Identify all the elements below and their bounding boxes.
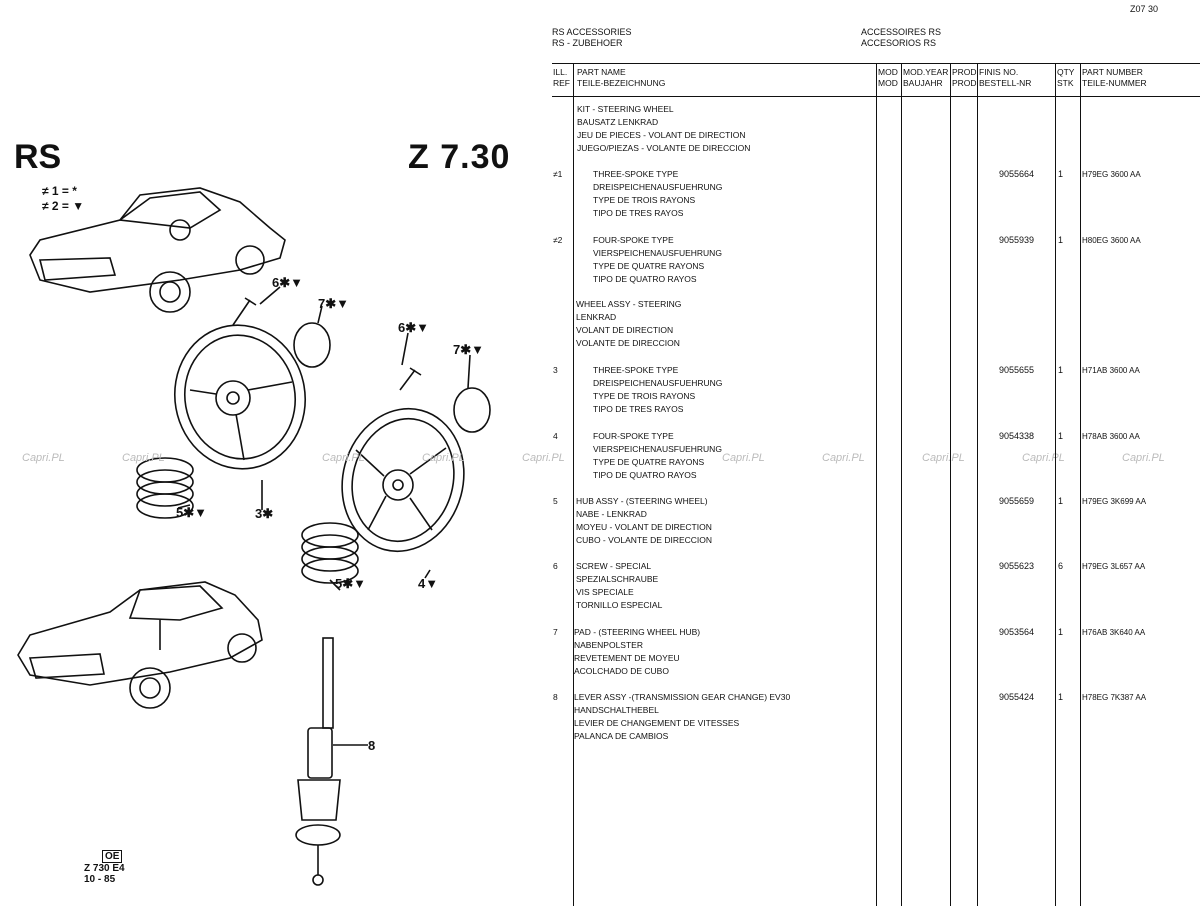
legend-2: ≠ 2 = ▼ xyxy=(42,199,85,213)
footer-box: OE xyxy=(102,850,123,863)
entry-ref: 8 xyxy=(553,692,558,702)
watermark: Capri.PL xyxy=(122,452,165,464)
screw-a xyxy=(232,297,257,326)
entry-lever: LEVER ASSY -(TRANSMISSION GEAR CHANGE) E… xyxy=(574,692,791,741)
qty: 1 xyxy=(1058,365,1064,375)
finis-no: 9055659 xyxy=(999,496,1035,506)
finis-no: 9053564 xyxy=(999,627,1035,637)
callout-5b: 5✱▼ xyxy=(335,576,366,591)
callout-8: 8 xyxy=(368,738,376,753)
header-left-de: RS - ZUBEHOER xyxy=(552,38,623,48)
callout-6b: 6✱▼ xyxy=(398,320,429,335)
callout-7b: 7✱▼ xyxy=(453,342,484,357)
part-number: H79EG 3L657 AA xyxy=(1082,562,1146,571)
header-right: ACCESSOIRES RS ACCESORIOS RS xyxy=(861,27,941,49)
part-number: H76AB 3K640 AA xyxy=(1082,628,1146,637)
parts-illustration xyxy=(17,187,491,886)
footer-date: 10 - 85 xyxy=(84,874,116,885)
entry-hub-assy: HUB ASSY - (STEERING WHEEL)NABE - LENKRA… xyxy=(576,496,713,545)
callout-6a: 6✱▼ xyxy=(272,275,303,290)
car-illustration-top xyxy=(29,187,286,313)
qty: 1 xyxy=(1058,692,1064,702)
qty: 1 xyxy=(1058,169,1064,179)
entry-ref: 5 xyxy=(553,496,558,506)
watermark: Capri.PL xyxy=(722,452,765,464)
spring-b xyxy=(301,522,359,584)
watermark: Capri.PL xyxy=(422,452,465,464)
page-code: Z07 30 xyxy=(1129,4,1158,14)
callout-3: 3✱ xyxy=(255,506,274,521)
part-number: H71AB 3600 AA xyxy=(1082,366,1140,375)
watermark: Capri.PL xyxy=(822,452,865,464)
legend: ≠ 1 = * ≠ 2 = ▼ xyxy=(42,184,84,214)
model-label: RS xyxy=(14,138,62,176)
part-number: H79EG 3600 AA xyxy=(1082,170,1141,179)
footer-ref: OE Z 730 E4 10 - 85 xyxy=(84,850,125,885)
qty: 1 xyxy=(1058,235,1064,245)
finis-no: 9055655 xyxy=(999,365,1035,375)
qty: 1 xyxy=(1058,496,1064,506)
finis-no: 9054338 xyxy=(999,431,1035,441)
finis-no: 9055424 xyxy=(999,692,1035,702)
col-finis: FINIS NO.BESTELL-NR xyxy=(979,67,1032,88)
callout-7a: 7✱▼ xyxy=(318,296,349,311)
footer-code: Z 730 E4 xyxy=(84,863,125,874)
header-right-fr: ACCESSOIRES RS xyxy=(861,27,942,37)
callout-5a: 5✱▼ xyxy=(176,505,207,520)
part-number: H80EG 3600 AA xyxy=(1082,236,1141,245)
finis-no: 9055623 xyxy=(999,561,1035,571)
steering-wheel-three-spoke xyxy=(173,324,307,470)
watermark: Capri.PL xyxy=(1122,452,1165,464)
entry-pad: PAD - (STEERING WHEEL HUB)NABENPOLSTER R… xyxy=(574,627,701,676)
entry-ref: ≠1 xyxy=(553,169,563,179)
finis-no: 9055939 xyxy=(999,235,1035,245)
entry-ref: ≠2 xyxy=(553,235,563,245)
part-number: H79EG 3K699 AA xyxy=(1082,497,1147,506)
header-left-en: RS ACCESSORIES xyxy=(552,27,632,37)
watermark: Capri.PL xyxy=(1022,452,1065,464)
watermark: Capri.PL xyxy=(22,452,65,464)
col-ref: ILL.REF xyxy=(553,67,570,88)
part-number: H78EG 7K387 AA xyxy=(1082,693,1147,702)
entry-ref: 3 xyxy=(553,365,558,375)
screw-b xyxy=(399,367,422,391)
qty: 6 xyxy=(1058,561,1064,571)
gear-lever-illustration xyxy=(295,637,368,886)
entry-ref: 4 xyxy=(553,431,558,441)
qty: 1 xyxy=(1058,431,1064,441)
legend-1: ≠ 1 = * xyxy=(42,184,77,198)
entry-ref: 6 xyxy=(553,561,558,571)
header-left: RS ACCESSORIES RS - ZUBEHOER xyxy=(552,27,632,49)
hub-pad-a xyxy=(293,322,331,368)
section-code: Z 7.30 xyxy=(408,138,511,176)
qty: 1 xyxy=(1058,627,1064,637)
parts-table-grid xyxy=(552,63,1200,906)
watermark: Capri.PL xyxy=(922,452,965,464)
car-illustration-bottom xyxy=(17,581,263,709)
finis-no: 9055664 xyxy=(999,169,1035,179)
part-number: H78AB 3600 AA xyxy=(1082,432,1140,441)
steering-wheel-four-spoke xyxy=(341,407,465,553)
callout-4: 4▼ xyxy=(418,576,439,591)
watermark: Capri.PL xyxy=(322,452,365,464)
entry-ref: 7 xyxy=(553,627,558,637)
hub-pad-b xyxy=(453,387,491,433)
spring-a xyxy=(136,457,194,519)
header-right-es: ACCESORIOS RS xyxy=(861,38,937,48)
watermark: Capri.PL xyxy=(522,452,565,464)
